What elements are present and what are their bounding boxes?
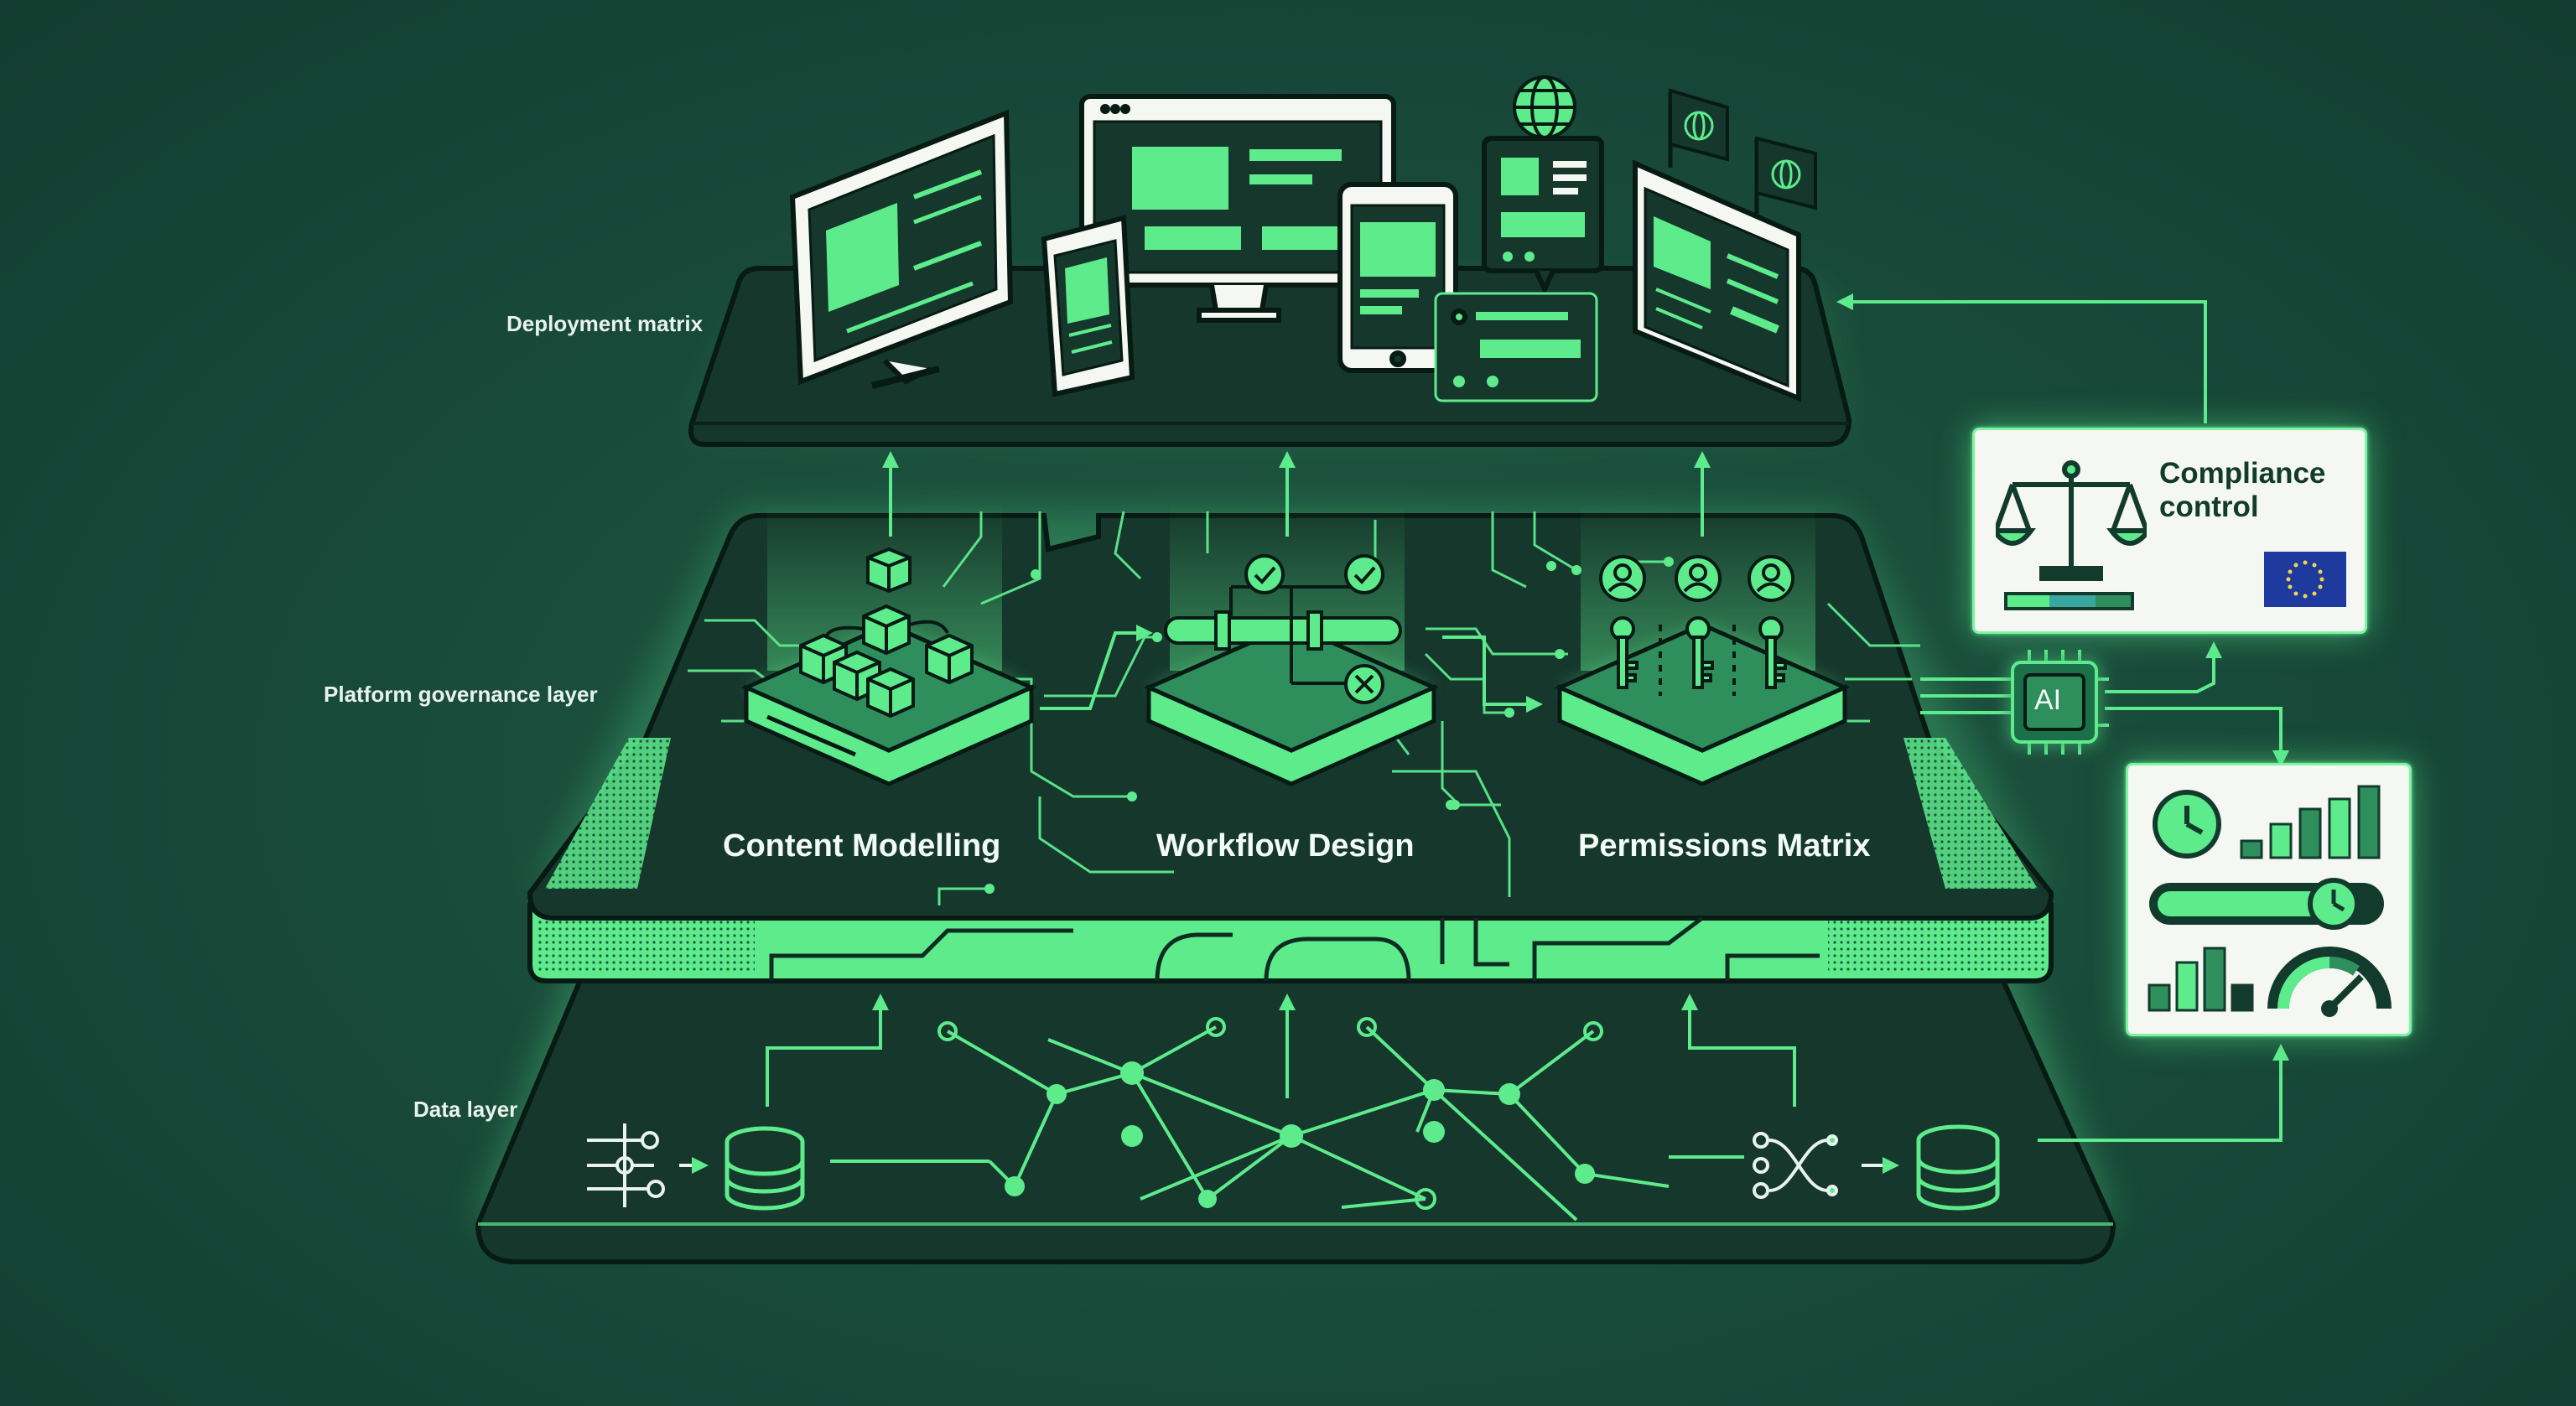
slider-icon (2149, 878, 2384, 930)
database-icon-left (724, 1126, 805, 1211)
database-icon-right (1916, 1124, 2000, 1211)
ai-chip-icon[interactable] (2000, 650, 2109, 755)
tablet-icon (1337, 182, 1458, 373)
bar-chart-icon-small (2148, 947, 2254, 1012)
notification-card-icon (1434, 292, 1598, 402)
data-network-nodes (937, 1017, 1603, 1210)
monitoring-dashboard-graphics (2148, 785, 2392, 1017)
band-circuit-traces (769, 916, 1820, 982)
keys-icon (1599, 555, 1794, 696)
bar-chart-icon (2240, 785, 2381, 859)
filter-sliders-icon (587, 1123, 709, 1207)
monitoring-dashboard-card[interactable] (2126, 763, 2412, 1036)
workflow-design-label: Workflow Design (1156, 828, 1415, 864)
check-icon-2 (1344, 554, 1384, 594)
flag-globe-icon-1 (1668, 88, 1729, 168)
data-layer-label: Data layer (413, 1097, 518, 1122)
data-network-graph (830, 1025, 1744, 1222)
flag-globe-icon-2 (1754, 136, 1817, 214)
cubes-icon (799, 547, 974, 719)
reject-icon (1344, 664, 1384, 704)
gauge-icon (2267, 947, 2392, 1017)
data-layer-platform (475, 939, 2116, 1264)
ai-chip-connections (1836, 293, 2289, 1142)
user-avatar-icon-3 (1748, 555, 1794, 602)
data-to-governance-arrows (766, 994, 1796, 1107)
module-flow-arrows (1040, 625, 1543, 713)
chat-window-icon (1482, 136, 1604, 296)
eu-flag-icon (2264, 552, 2346, 607)
content-modelling-label: Content Modelling (723, 828, 1001, 864)
scales-icon (1996, 460, 2147, 610)
deployment-matrix-label: Deployment matrix (506, 311, 704, 336)
compliance-control-title: Compliance control (2159, 457, 2326, 523)
compliance-control-card[interactable]: Compliance control (1972, 428, 2367, 634)
permissions-matrix-label: Permissions Matrix (1578, 828, 1871, 864)
tablet-tilted-icon (1041, 215, 1135, 397)
merge-flow-icon (1753, 1132, 1899, 1199)
desktop-monitor-tilted-icon (789, 109, 1014, 389)
user-avatar-icon-2 (1675, 555, 1722, 602)
globe-icon (1513, 75, 1576, 139)
user-avatar-icon-1 (1599, 555, 1646, 602)
platform-governance-label: Platform governance layer (324, 682, 598, 707)
check-icon-1 (1244, 554, 1285, 594)
governance-to-deployment-arrows (882, 451, 1711, 537)
clock-icon (2153, 790, 2221, 859)
pipeline-icon (1164, 585, 1402, 685)
ai-chip-label: AI (2034, 684, 2062, 716)
browser-window-tilted-icon (1633, 159, 1801, 402)
workflow-design-module[interactable] (1143, 503, 1440, 786)
desktop-monitor-icon (1079, 94, 1396, 323)
